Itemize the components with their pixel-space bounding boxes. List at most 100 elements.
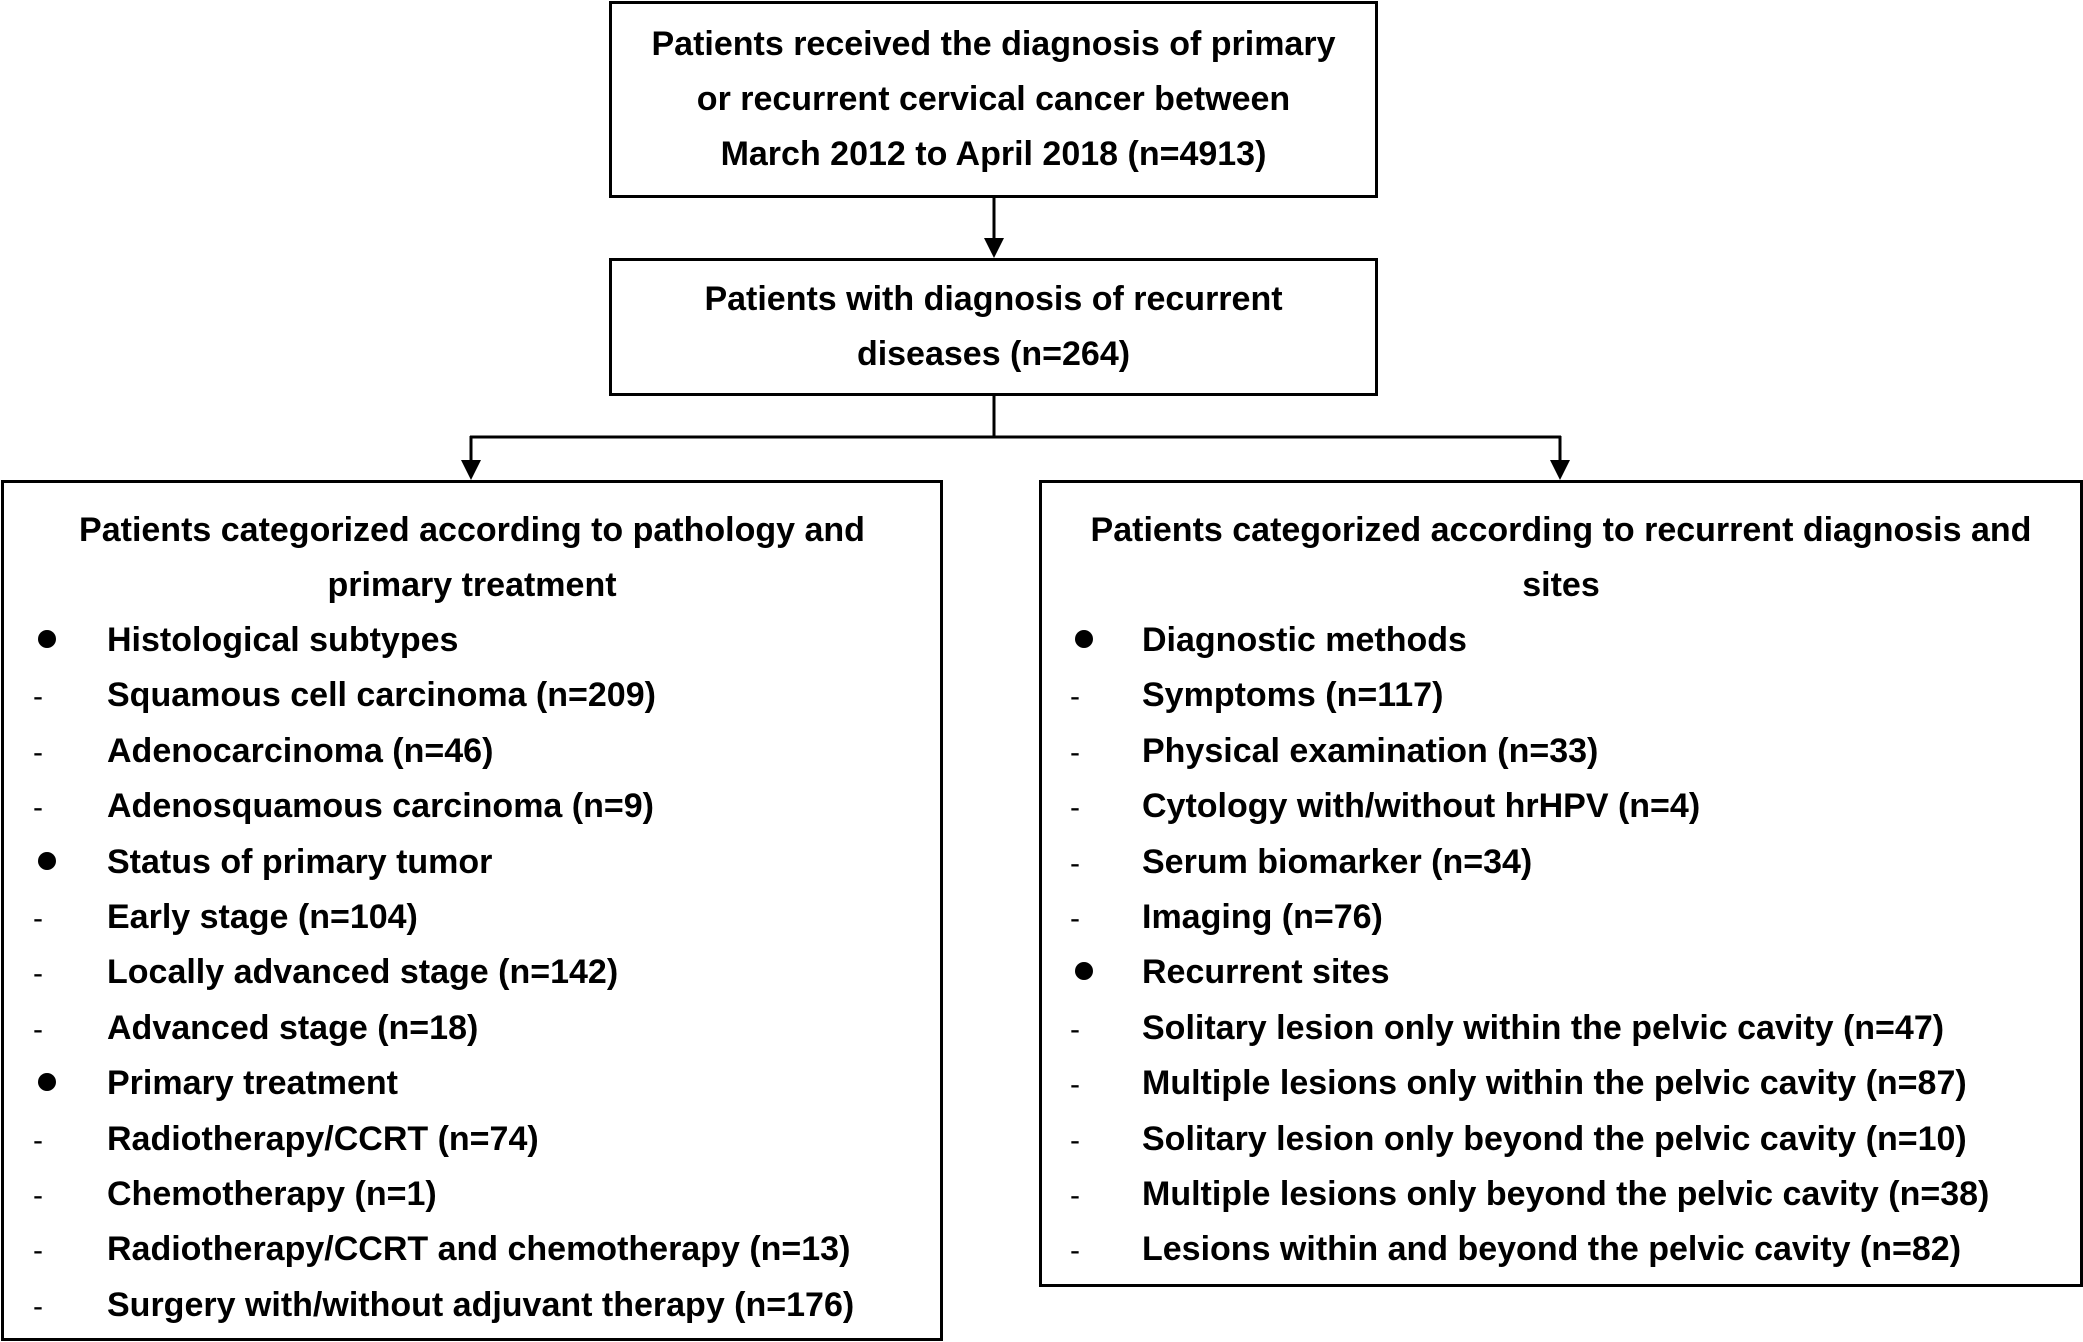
list-item: -Chemotherapy (n=1): [4, 1167, 940, 1222]
dash-icon: -: [33, 1012, 43, 1046]
bullet-icon: [33, 835, 73, 890]
bullet-dot-icon: [38, 1073, 56, 1092]
recurrence-panel-title: Patients categorized according to recurr…: [1042, 503, 2080, 613]
list-item-label: Symptoms (n=117): [1142, 676, 1444, 715]
dash-marker: -: [1070, 1167, 1110, 1223]
dash-icon: -: [1070, 846, 1080, 880]
bullet-dot-icon: [1075, 962, 1093, 981]
list-item-label: Solitary lesion only within the pelvic c…: [1142, 1008, 1945, 1047]
recurrence-panel-title-line-2: sites: [1522, 566, 1600, 604]
dash-marker: -: [33, 668, 73, 724]
list-item-label: Squamous cell carcinoma (n=209): [107, 676, 656, 715]
dash-icon: -: [1070, 680, 1080, 714]
list-item: - Adenosquamous carcinoma (n=9): [4, 779, 940, 834]
recurrence-panel-title-line-1: Patients categorized according to recurr…: [1090, 511, 2032, 549]
dash-marker: -: [1070, 890, 1110, 946]
list-item-label: Surgery with/without adjuvant therapy (n…: [107, 1285, 855, 1324]
dash-marker: -: [1070, 724, 1110, 780]
dash-icon: -: [1070, 791, 1080, 825]
category-heading-label: Histological subtypes: [107, 621, 459, 659]
list-item: - Cytology with/without hrHPV (n=4): [1042, 779, 2080, 834]
list-item-label: Lesions within and beyond the pelvic cav…: [1142, 1230, 1962, 1269]
bullet-dot-icon: [38, 630, 56, 649]
initial-cohort-line-3: March 2012 to April 2018 (n=4913): [720, 135, 1267, 173]
bullet-icon: [1070, 945, 1110, 1000]
bullet-icon: [33, 1056, 73, 1111]
list-item: - Solitary lesion only within the pelvic …: [1042, 1001, 2080, 1056]
dash-marker: -: [33, 1001, 73, 1057]
list-item: - Lesions within and beyond the pelvic ca…: [1042, 1222, 2080, 1277]
pathology-panel-title: Patients categorized according to pathol…: [4, 503, 940, 613]
arrow-top-to-middle-head: [984, 238, 1004, 258]
category-heading: Status of primary tumor: [4, 835, 940, 890]
dash-marker: -: [1070, 668, 1110, 724]
list-item: - Solitary lesion only beyond the pelvic …: [1042, 1112, 2080, 1167]
dash-icon: -: [1070, 1012, 1080, 1046]
dash-icon: -: [33, 680, 43, 714]
list-item-label: Solitary lesion only beyond the pelvic c…: [1142, 1119, 1967, 1158]
arrow-to-right-panel-head: [1550, 460, 1570, 480]
category-heading-label: Diagnostic methods: [1142, 621, 1467, 659]
dash-marker: -: [33, 1278, 73, 1334]
list-item-label: Cytology with/without hrHPV (n=4): [1142, 787, 1701, 826]
list-item-label: Adenosquamous carcinoma (n=9): [107, 787, 654, 826]
pathology-panel-title-line-1: Patients categorized according to pathol…: [79, 511, 865, 549]
dash-marker: -: [33, 890, 73, 946]
dash-icon: -: [1070, 1068, 1080, 1102]
list-item-label: Multiple lesions only beyond the pelvic …: [1142, 1174, 1990, 1213]
category-heading: Primary treatment: [4, 1056, 940, 1111]
dash-marker: -: [33, 779, 73, 835]
list-item-label: Radiotherapy/CCRT and chemotherapy (n=13…: [107, 1230, 851, 1269]
list-item-label: Chemotherapy (n=1): [107, 1174, 437, 1213]
dash-marker: -: [33, 724, 73, 780]
dash-icon: -: [33, 1234, 43, 1268]
bullet-dot-icon: [1075, 630, 1093, 649]
list-item: -Radiotherapy/CCRT (n=74): [4, 1112, 940, 1167]
initial-cohort-box: Patients received the diagnosis of prima…: [609, 1, 1378, 198]
dash-icon: -: [33, 791, 43, 825]
list-item: - Symptoms (n=117): [1042, 668, 2080, 723]
dash-icon: -: [33, 901, 43, 935]
dash-icon: -: [1070, 1234, 1080, 1268]
dash-icon: -: [1070, 1178, 1080, 1212]
list-item: - Locally advanced stage (n=142): [4, 945, 940, 1000]
category-heading-label: Recurrent sites: [1142, 953, 1390, 992]
arrow-to-left-panel-head: [461, 460, 481, 480]
category-heading: Recurrent sites: [1042, 945, 2080, 1000]
dash-icon: -: [33, 957, 43, 991]
list-item-label: Locally advanced stage (n=142): [107, 953, 619, 992]
recurrent-cohort-line-2: diseases (n=264): [856, 335, 1131, 373]
list-item: - Adenocarcinoma (n=46): [4, 724, 940, 779]
list-item: - Advanced stage (n=18): [4, 1001, 940, 1056]
dash-icon: -: [33, 735, 43, 769]
dash-marker: -: [33, 1222, 73, 1278]
list-item: - Imaging (n=76): [1042, 890, 2080, 945]
initial-cohort-line-2: or recurrent cervical cancer between: [696, 80, 1291, 118]
list-item-label: Radiotherapy/CCRT (n=74): [107, 1119, 539, 1158]
dash-marker: -: [1070, 1056, 1110, 1112]
bullet-icon: [33, 613, 73, 668]
pathology-panel-list: Histological subtypes - Squamous cell carc…: [4, 613, 940, 1333]
recurrence-diagnosis-panel: Patients categorized according to recurr…: [1039, 480, 2083, 1287]
list-item: -Multiple lesions only within the pelvic…: [1042, 1056, 2080, 1111]
list-item: - Serum biomarker (n=34): [1042, 835, 2080, 890]
list-item-label: Physical examination (n=33): [1142, 731, 1599, 770]
dash-icon: -: [1070, 1123, 1080, 1157]
category-heading-label: Primary treatment: [107, 1064, 399, 1103]
list-item-label: Advanced stage (n=18): [107, 1008, 479, 1047]
dash-marker: -: [1070, 1001, 1110, 1057]
dash-marker: -: [33, 1167, 73, 1223]
list-item-label: Imaging (n=76): [1142, 897, 1383, 936]
dash-marker: -: [33, 1112, 73, 1168]
dash-icon: -: [1070, 901, 1080, 935]
recurrence-panel-list: Diagnostic methods-Symptoms (n=117)-Phys…: [1042, 613, 2080, 1278]
list-item-label: Serum biomarker (n=34): [1142, 842, 1533, 881]
list-item: -Surgery with/without adjuvant therapy (…: [4, 1278, 940, 1333]
list-item: - Multiple lesions only beyond the pelvic…: [1042, 1167, 2080, 1222]
list-item: - Squamous cell carcinoma (n=209): [4, 668, 940, 723]
recurrent-cohort-box: Patients with diagnosis of recurrent dis…: [609, 258, 1378, 396]
dash-marker: -: [1070, 835, 1110, 891]
list-item-label: Adenocarcinoma (n=46): [107, 731, 494, 770]
category-heading-label: Status of primary tumor: [107, 842, 493, 881]
list-item: -Early stage (n=104): [4, 890, 940, 945]
